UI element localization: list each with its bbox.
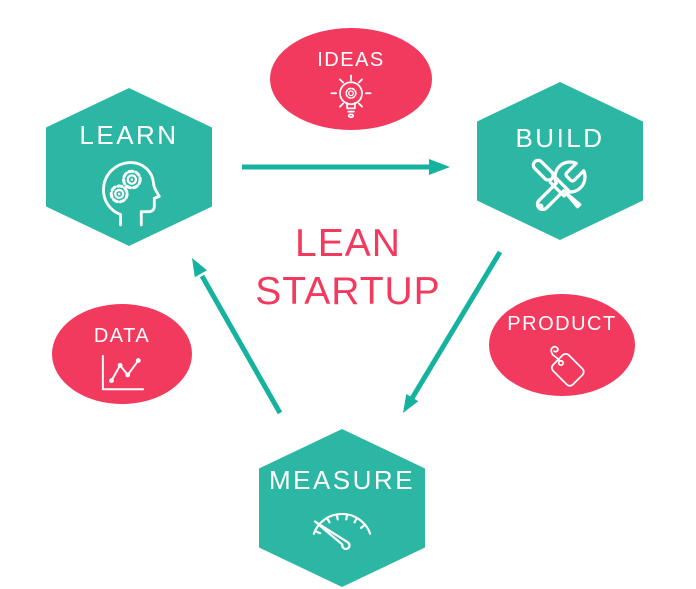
diagram-title: LEAN STARTUP [218,220,478,316]
title-line2: STARTUP [255,270,441,313]
ideas-label: IDEAS [317,49,385,71]
arrow-measure-to-learn [192,258,283,415]
gauge-icon [312,512,372,550]
price-tag-icon [550,345,585,387]
node-data: DATA [52,304,192,404]
arrow-learn-to-build [242,159,450,175]
measure-label: MEASURE [268,465,416,495]
line-chart-icon [101,354,144,391]
title-line1: LEAN [295,222,401,265]
data-label: DATA [93,325,151,347]
crossed-tools-icon [531,158,587,212]
wrench-icon [535,160,587,212]
head-gears-icon [102,161,161,227]
lightbulb-gear-icon [330,74,372,119]
node-product: PRODUCT [489,294,635,396]
node-ideas: IDEAS [270,28,432,130]
build-label: BUILD [515,123,605,153]
product-label: PRODUCT [507,313,617,335]
learn-label: LEARN [79,120,179,150]
screwdriver-icon [531,158,582,209]
arrow-build-to-measure [403,250,503,413]
